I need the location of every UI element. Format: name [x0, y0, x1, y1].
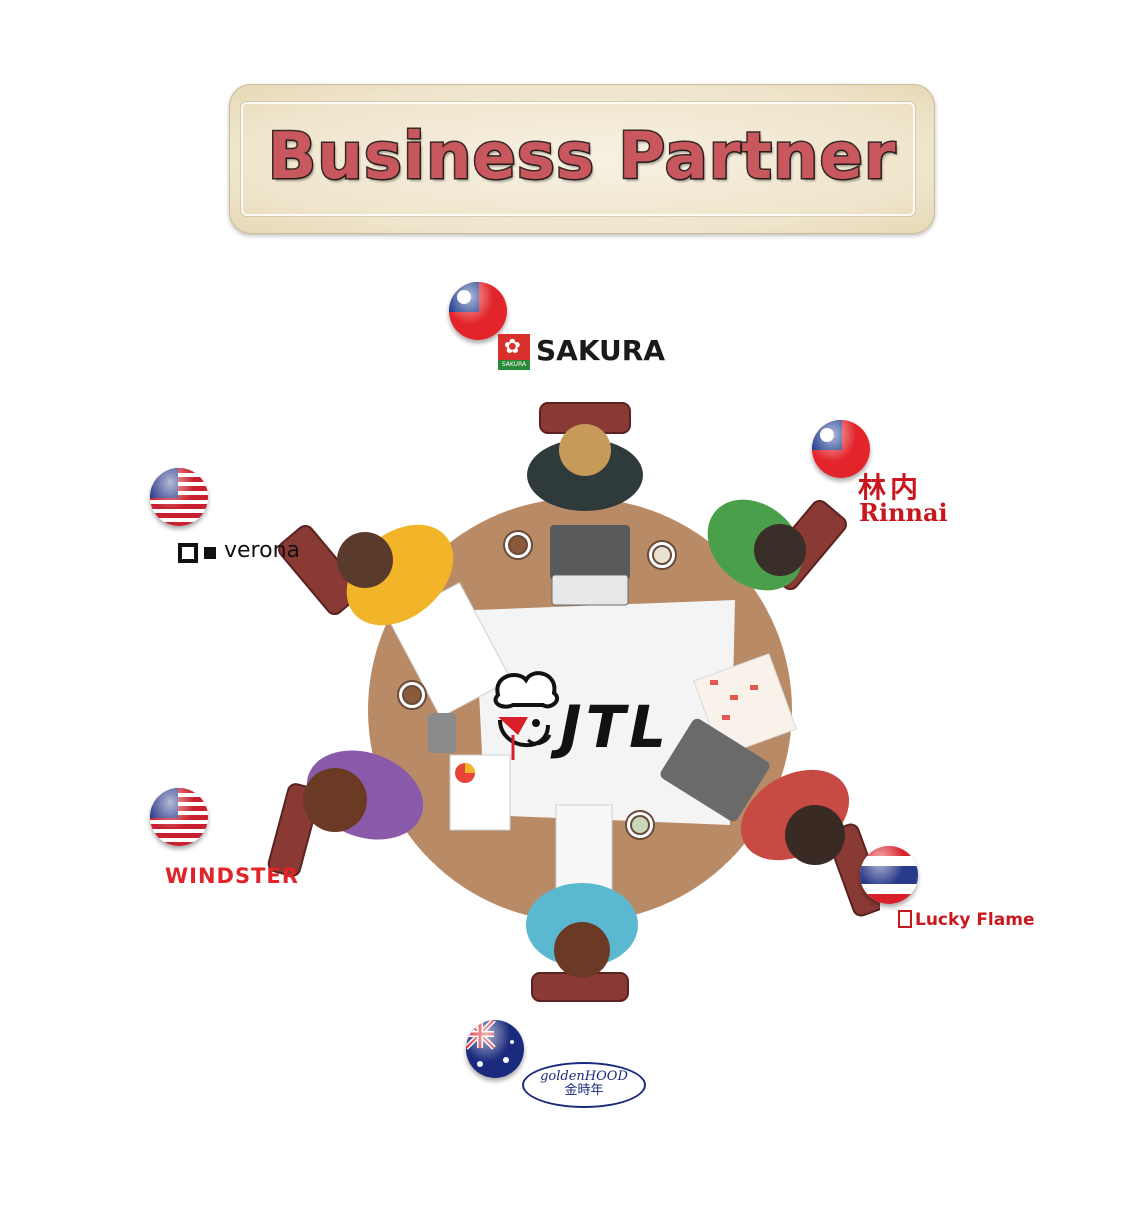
goldenhood-brand-cn: 金時年 — [564, 1083, 604, 1098]
page-title: Business Partner — [266, 119, 897, 196]
lucky-flame-logo-mark — [898, 910, 912, 928]
australia-flag-icon — [466, 1020, 524, 1078]
meeting-table-illustration — [267, 402, 880, 1002]
rinnai-brand: Rinnai — [859, 498, 948, 527]
people — [303, 424, 850, 978]
verona-logo-mark-small — [204, 547, 216, 559]
title-banner: Business Partner — [229, 84, 935, 234]
sakura-sub-label: SAKURA — [498, 360, 530, 370]
chef-mascot-icon — [493, 671, 560, 760]
goldenhood-brand: goldenHOOD — [540, 1069, 628, 1084]
jtl-logo-text: JTL — [560, 693, 671, 761]
lucky-flame-brand: Lucky Flame — [915, 910, 1035, 930]
banner-frame — [241, 102, 915, 216]
goldenhood-logo: goldenHOOD 金時年 — [522, 1062, 646, 1108]
sakura-brand: SAKURA — [536, 334, 666, 367]
usa-flag-icon — [150, 468, 208, 526]
jtl-logo: JTL — [488, 665, 688, 765]
rinnai-brand-cn: 林内 — [858, 471, 923, 504]
verona-brand: verona — [224, 538, 301, 563]
sakura-logo-mark: ✿ SAKURA — [498, 334, 530, 370]
taiwan-flag-icon — [812, 420, 870, 478]
flower-icon: ✿ — [504, 334, 521, 358]
windster-brand: WINDSTER — [165, 864, 299, 888]
usa-flag-icon — [150, 788, 208, 846]
verona-logo-mark — [178, 543, 198, 563]
taiwan-flag-icon — [449, 282, 507, 340]
thailand-flag-icon — [860, 846, 918, 904]
